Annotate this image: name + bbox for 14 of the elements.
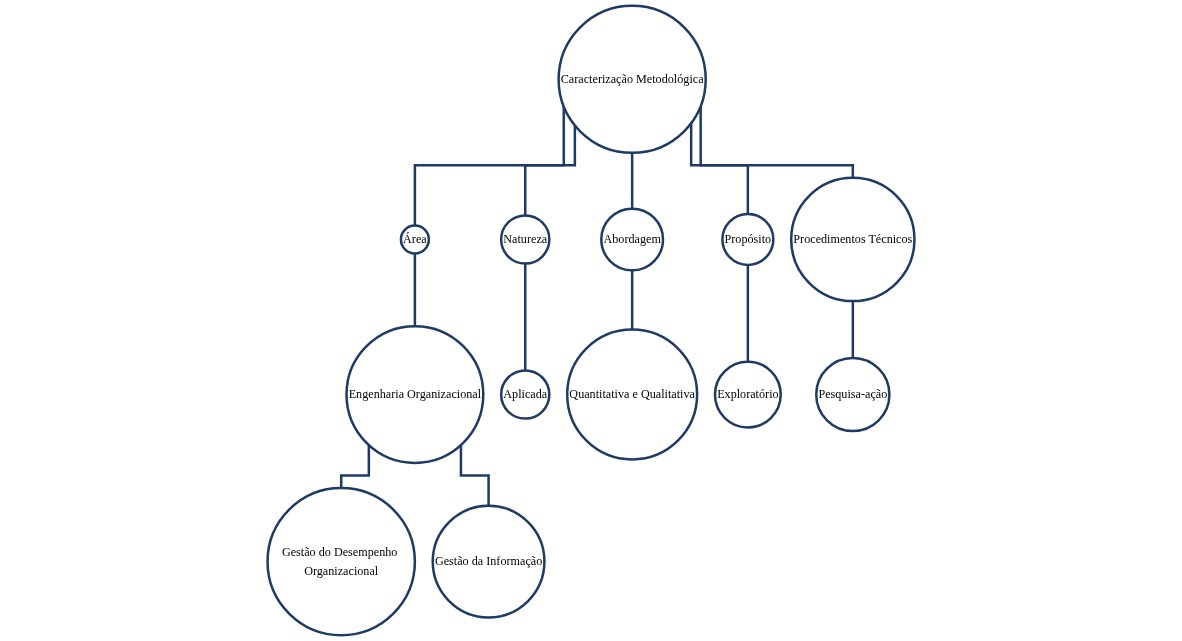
node-circle [499, 214, 551, 265]
node-circle [266, 486, 417, 637]
node-circle [600, 207, 665, 272]
node-circle [345, 324, 485, 465]
node-circle [565, 328, 699, 461]
node-circle [499, 369, 551, 420]
node-circle [399, 224, 431, 255]
node-circle [815, 356, 891, 433]
node-circle [431, 504, 546, 619]
connector [851, 301, 855, 360]
node-circle [713, 360, 782, 429]
node-circle [557, 4, 707, 155]
node-circle [721, 212, 775, 267]
node-circle [789, 176, 916, 303]
